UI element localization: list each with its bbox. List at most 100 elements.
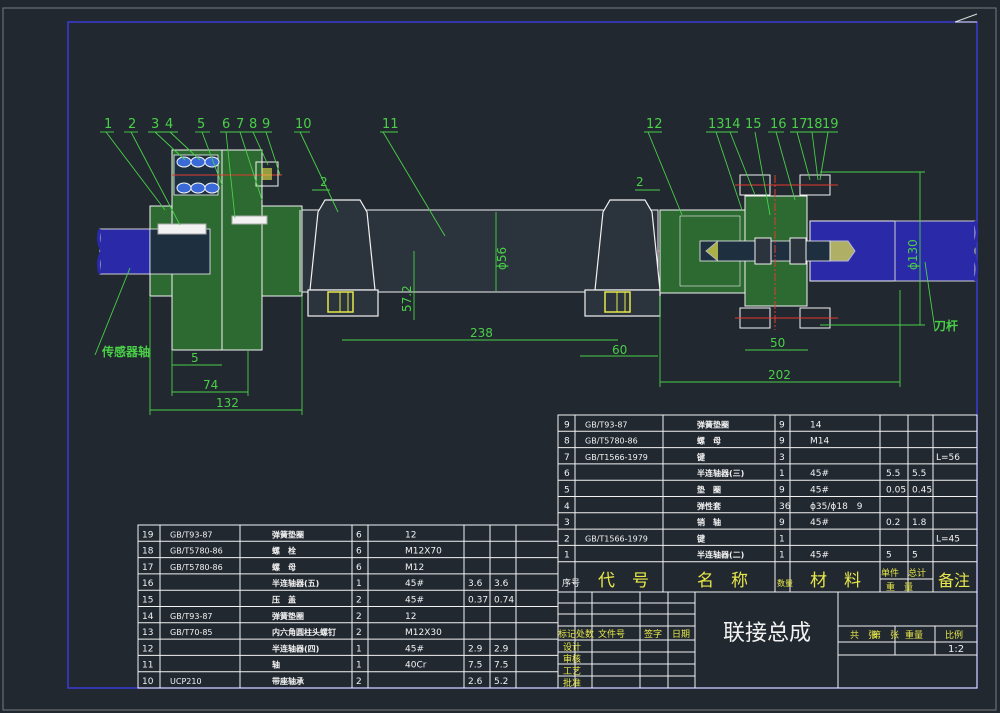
- cell-qty: 6: [356, 563, 362, 573]
- mid-coupling-hub: [261, 205, 303, 297]
- cell-weight-unit: 2.9: [468, 644, 483, 654]
- cell-name: 螺 母: [697, 436, 721, 446]
- cell-material: M12X30: [405, 628, 442, 638]
- cell-qty: 36: [779, 502, 791, 512]
- bearing-left: [307, 199, 379, 317]
- cell-material: M12X70: [405, 547, 442, 557]
- cell-name: 内六角圆柱头螺钉: [272, 627, 336, 637]
- cell-note: L=45: [936, 534, 960, 544]
- dim-phi56: ϕ56: [495, 247, 509, 270]
- cell-name: 键: [696, 452, 705, 462]
- title-block: 标记 处数 文件号 签字 日期 设计 审核 工艺 批准 共 张 第 张 重量 比…: [557, 591, 978, 689]
- dimension-lines: [149, 171, 925, 415]
- cell-weight-unit: 5: [886, 551, 892, 561]
- callout-4: 4: [165, 117, 173, 132]
- hdr-name: 名 称: [697, 571, 748, 591]
- cell-name: 螺 栓: [272, 546, 296, 556]
- cell-material: ϕ35/ϕ18 9: [810, 502, 863, 512]
- callout-numbers: 1 2 3 4 5 6 7 8 9 10 11 12 13 14 15 16 1…: [104, 117, 839, 132]
- cell-no: 16: [142, 579, 154, 589]
- tb-sheet-no: 第 张: [872, 629, 899, 641]
- right-coupling: [659, 174, 896, 330]
- cell-name: 键: [696, 533, 705, 543]
- cell-code: GB/T1566-1979: [585, 453, 648, 462]
- bom-upper-header: 序号代 号名 称数量材 料单件总计重 量备注: [562, 567, 970, 593]
- drawing-title: 联接总成: [723, 621, 811, 646]
- dim-74: 74: [203, 378, 218, 392]
- tb-craft: 工艺: [563, 666, 581, 677]
- cell-qty: 9: [779, 518, 785, 528]
- cell-weight-unit: 5.5: [886, 469, 900, 479]
- cell-name: 弹簧垫圈: [697, 419, 729, 429]
- cell-material: 45#: [405, 644, 424, 654]
- cell-no: 1: [564, 551, 570, 561]
- cell-code: GB/T93-87: [585, 420, 628, 429]
- cell-qty: 2: [356, 596, 362, 606]
- tb-weight: 重量: [905, 629, 923, 641]
- tb-check: 审核: [563, 653, 581, 665]
- cell-note: L=56: [936, 453, 960, 463]
- tb-count: 处数: [576, 628, 594, 640]
- tb-file-no: 文件号: [598, 628, 625, 640]
- cell-weight-unit: 2.6: [468, 677, 483, 687]
- cell-qty: 9: [779, 486, 785, 496]
- callout-2: 2: [128, 117, 136, 132]
- cell-weight-unit: 7.5: [468, 661, 482, 671]
- cell-no: 15: [142, 596, 153, 606]
- tb-scale-value: 1:2: [948, 644, 964, 655]
- callout-6: 6: [222, 117, 230, 132]
- cell-name: 半连轴器(四): [272, 643, 319, 653]
- callout-9: 9: [262, 117, 270, 132]
- cell-code: UCP210: [170, 677, 202, 686]
- cell-qty: 2: [356, 628, 362, 638]
- callout-12: 12: [646, 117, 663, 132]
- cell-code: GB/T70-85: [170, 628, 213, 637]
- cell-name: 半连轴器(三): [697, 468, 744, 478]
- elastic-sleeve-pins: [172, 154, 282, 196]
- cell-no: 12: [142, 644, 153, 654]
- hdr-total: 总计: [908, 567, 926, 579]
- cell-material: 45#: [810, 518, 829, 528]
- cell-name: 半连轴器(五): [272, 578, 319, 588]
- cell-weight-total: 1.8: [912, 518, 927, 528]
- dim-2-right: 2: [636, 175, 644, 189]
- cell-material: 45#: [810, 486, 829, 496]
- label-sensor-shaft: 传感器轴: [101, 344, 150, 359]
- tb-mark: 标记: [558, 628, 576, 640]
- cell-weight-total: 0.74: [494, 596, 514, 606]
- cell-weight-total: 2.9: [494, 644, 509, 654]
- cell-qty: 2: [356, 612, 362, 622]
- tb-design: 设计: [563, 641, 581, 653]
- callout-19: 19: [822, 117, 839, 132]
- key-left: [157, 223, 207, 235]
- hdr-code: 代 号: [598, 571, 649, 591]
- cell-no: 8: [564, 437, 570, 447]
- tb-date: 日期: [672, 629, 690, 640]
- cell-weight-unit: 0.2: [886, 518, 900, 528]
- cell-no: 9: [564, 420, 570, 430]
- cell-qty: 6: [356, 547, 362, 557]
- cell-weight-total: 5.5: [912, 469, 926, 479]
- cell-material: 12: [405, 530, 416, 540]
- callout-18: 18: [806, 117, 823, 132]
- cell-no: 4: [564, 502, 570, 512]
- dim-50: 50: [770, 336, 785, 350]
- hdr-unit: 单件: [881, 567, 899, 579]
- cell-qty: 2: [356, 677, 362, 687]
- cell-no: 10: [142, 677, 154, 687]
- callout-10: 10: [295, 117, 312, 132]
